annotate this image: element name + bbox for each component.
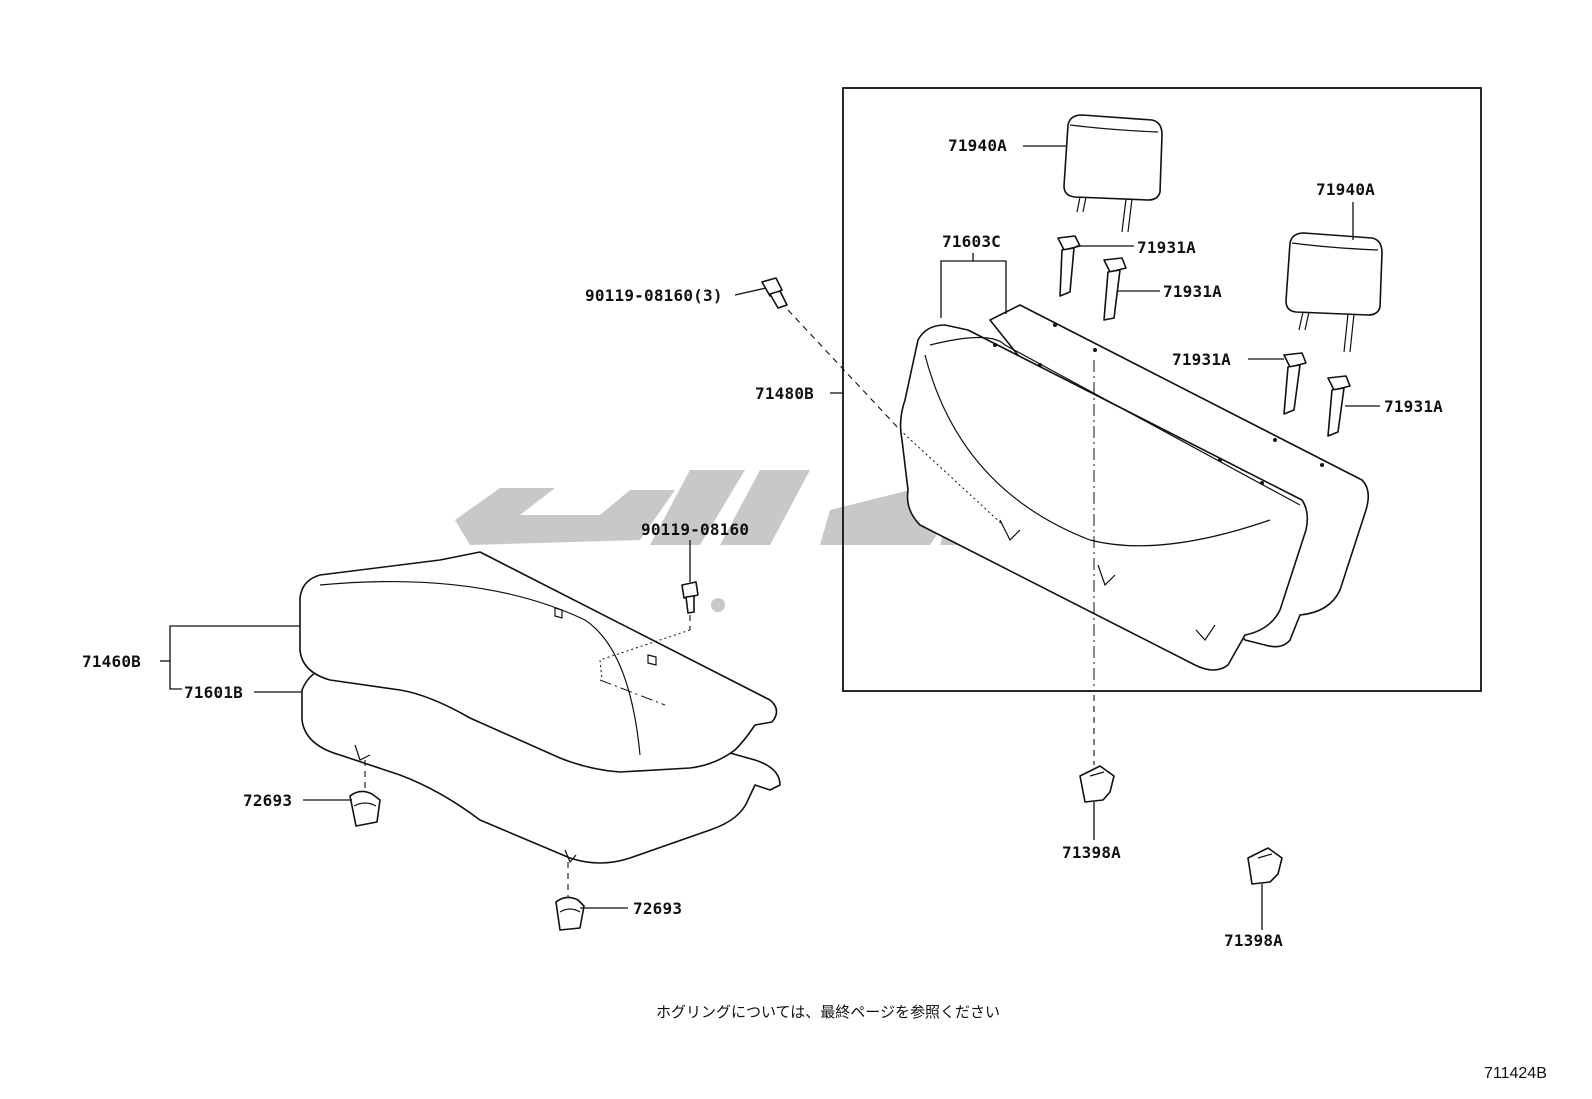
label-cushion-assy: 71460B (82, 652, 141, 671)
label-cushion-cover: 71601B (184, 683, 243, 702)
seat-cushion-assy-part (299, 551, 778, 864)
seatback-frame (842, 87, 1482, 692)
clip-lower-part (555, 896, 585, 931)
label-headrest-left: 71940A (948, 136, 1007, 155)
label-seatback-assy: 71480B (755, 384, 814, 403)
label-clip-lower: 72693 (633, 899, 682, 918)
seatback-assy-part (899, 323, 1324, 671)
clip-upper-part (349, 790, 381, 827)
label-seatback-cover: 71603C (942, 232, 1001, 251)
headrest-support-3-part (1283, 352, 1307, 415)
label-hook-right: 71398A (1224, 931, 1283, 950)
headrest-support-2-part (1103, 257, 1127, 321)
assembly-lines (364, 309, 1095, 898)
hook-right-part (1247, 847, 1283, 885)
label-clip-upper: 72693 (243, 791, 292, 810)
headrest-support-1-part (1057, 235, 1081, 297)
label-bolt-3: 90119-08160(3) (585, 286, 723, 305)
headrest-left-part (1063, 114, 1163, 233)
headrest-support-4-part (1327, 375, 1351, 437)
label-support-2: 71931A (1163, 282, 1222, 301)
label-support-3: 71931A (1172, 350, 1231, 369)
label-hook-center: 71398A (1062, 843, 1121, 862)
hog-ring-note: ホグリングについては、最終ページを参照ください (656, 1003, 1000, 1021)
label-headrest-right: 71940A (1316, 180, 1375, 199)
bolt-3-part (761, 277, 788, 309)
hook-center-part (1079, 765, 1115, 803)
label-support-4: 71931A (1384, 397, 1443, 416)
headrest-right-part (1285, 232, 1383, 353)
figure-id: 711424B (1484, 1065, 1547, 1082)
bolt-single-part (681, 581, 699, 614)
label-bolt-single: 90119-08160 (641, 520, 749, 539)
label-support-1: 71931A (1137, 238, 1196, 257)
leader-lines (160, 145, 1380, 930)
